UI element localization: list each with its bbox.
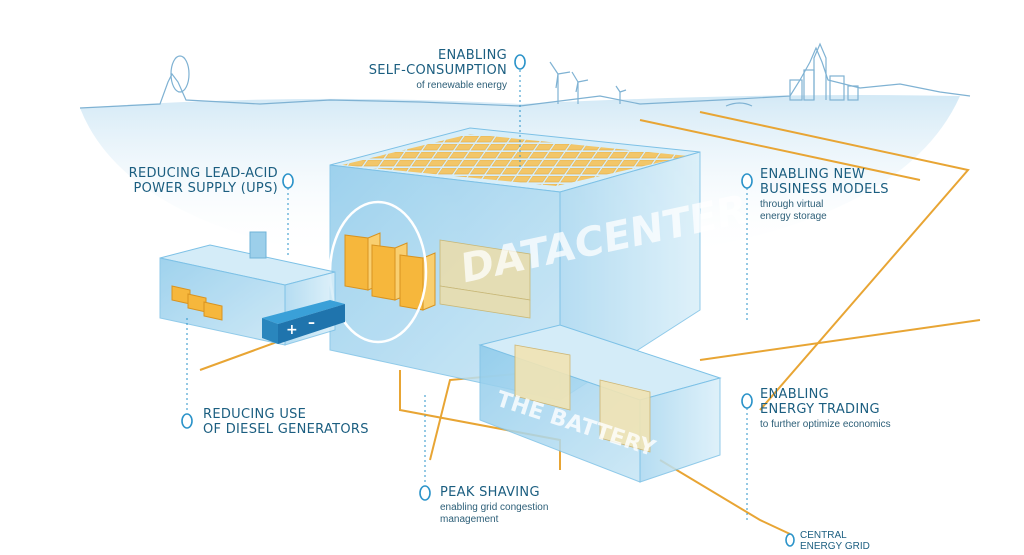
callout-subtitle: enabling grid congestion [440,502,549,513]
marker-central-grid-icon [785,533,795,547]
minus-sign: – [308,315,315,331]
callout-subtitle: through virtual [760,199,824,210]
marker-lead-acid-icon [282,173,294,189]
plus-sign: + [286,322,298,338]
callout-central-grid: CENTRAL ENERGY GRID [800,530,920,552]
marker-business-models-icon [741,173,753,189]
callout-title: ENABLING NEW [760,167,866,182]
callout-connectors [186,70,748,520]
callout-diesel: REDUCING USE OF DIESEL GENERATORS [203,407,393,437]
callout-title: ENABLING [437,48,507,63]
marker-self-consumption-icon [514,54,526,70]
callout-title: PEAK SHAVING [440,485,540,500]
city-skyline-icon [789,42,859,101]
callout-business-models: ENABLING NEW BUSINESS MODELS through vir… [760,167,940,223]
callout-title: REDUCING USE [203,407,307,422]
callout-title: BUSINESS MODELS [760,182,889,197]
callout-title: REDUCING LEAD-ACID [128,166,278,181]
callout-markers [181,54,795,547]
callout-title: ENERGY GRID [800,541,870,552]
callout-subtitle: of renewable energy [416,80,507,91]
callout-subtitle: to further optimize economics [760,419,891,430]
callout-title: OF DIESEL GENERATORS [203,422,369,437]
callout-self-consumption: ENABLING SELF-CONSUMPTION of renewable e… [355,48,507,92]
callout-peak-shaving: PEAK SHAVING enabling grid congestion ma… [440,485,600,526]
marker-energy-trading-icon [741,393,753,409]
callout-title: ENERGY TRADING [760,402,880,417]
marker-peak-shaving-icon [419,485,431,501]
callout-energy-trading: ENABLING ENERGY TRADING to further optim… [760,387,970,431]
battery-pack: + – [262,300,345,344]
callout-title: CENTRAL [800,530,847,541]
callout-subtitle: management [440,514,499,525]
marker-diesel-icon [181,413,193,429]
generator-box: + – [159,231,345,346]
wind-turbine-icon [549,61,627,104]
callout-lead-acid: REDUCING LEAD-ACID POWER SUPPLY (UPS) [100,166,278,196]
callout-title: SELF-CONSUMPTION [368,63,507,78]
callout-title: ENABLING [760,387,830,402]
callout-subtitle: energy storage [760,211,827,222]
callout-title: POWER SUPPLY (UPS) [133,181,278,196]
battery-container: THE BATTERY [478,324,722,483]
datacenter-building: DATACENTER [328,127,748,401]
